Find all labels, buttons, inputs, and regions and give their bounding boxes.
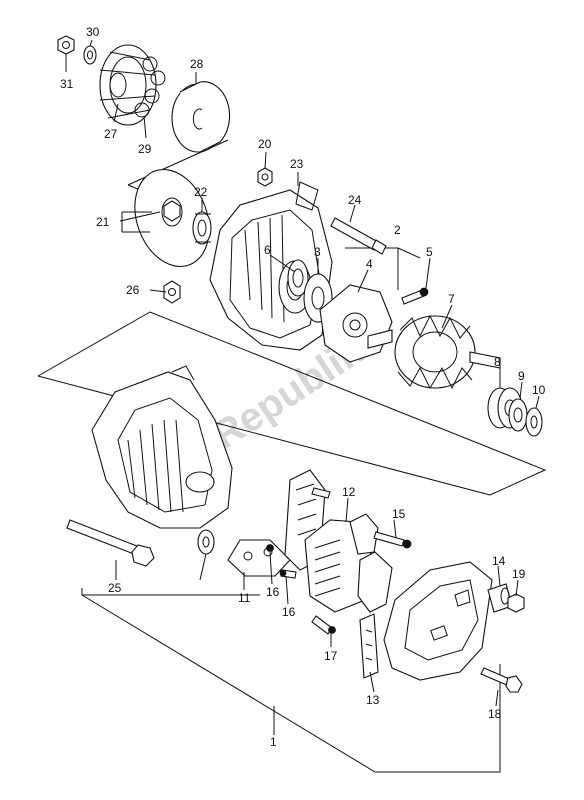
callout-4: 4 [366,257,373,271]
callout-9: 9 [518,369,525,383]
callout-15: 15 [392,507,406,521]
callout-20: 20 [258,137,272,151]
callout-19: 19 [512,567,526,581]
fan-pulley-27 [99,44,166,126]
bearing-9 [508,398,528,432]
callout-3: 3 [314,245,321,259]
front-housing-23 [209,181,333,351]
callout-labels: 31 30 27 29 28 20 23 22 21 24 2 6 3 4 5 … [60,25,546,749]
leader-lines [65,39,540,735]
washer-small [197,529,215,555]
callout-11: 11 [238,591,251,605]
callout-23: 23 [290,157,304,171]
regulator-12 [304,513,379,613]
nut-26 [163,280,181,304]
callout-27: 27 [104,127,118,141]
plate-21 [134,168,210,268]
bolt-near-11 [311,487,331,499]
callout-17: 17 [324,649,338,663]
callout-18: 18 [488,707,502,721]
callout-8: 8 [494,355,501,369]
callout-30: 30 [86,25,100,39]
callout-16b: 16 [282,605,296,619]
rotor-7 [367,314,501,390]
screw-17 [311,615,336,635]
cover-10 [525,407,543,437]
callout-6: 6 [264,243,271,257]
rear-cover [383,561,493,681]
bolt-18 [480,667,523,693]
collar-22 [192,211,212,245]
callout-14: 14 [492,554,506,568]
screw-5 [401,287,429,305]
bolt-25 [66,519,155,567]
callout-21: 21 [96,215,110,229]
nut-20 [257,167,273,187]
callout-26: 26 [126,283,140,297]
bolt-24 [330,217,387,255]
terminal-13 [357,551,393,679]
callout-22: 22 [194,185,208,199]
pulley-cover-28 [171,81,231,153]
nut-31 [57,35,75,55]
callout-28: 28 [190,57,204,71]
washer-30 [83,45,97,65]
callout-5: 5 [426,245,433,259]
callout-29: 29 [138,142,152,156]
callout-25: 25 [108,581,122,595]
callout-1: 1 [270,735,277,749]
bearing-6 [287,259,309,297]
callout-7: 7 [448,292,455,306]
callout-24: 24 [348,193,362,207]
screw-16b [279,569,297,579]
callout-16a: 16 [266,585,280,599]
screw-16a [266,544,274,552]
callout-13: 13 [366,693,380,707]
callout-12: 12 [342,485,356,499]
nut-19 [507,593,525,613]
callout-2: 2 [394,223,401,237]
rear-housing [91,365,233,529]
callout-10: 10 [532,383,546,397]
screw-15 [373,531,412,549]
callout-31: 31 [60,77,74,91]
